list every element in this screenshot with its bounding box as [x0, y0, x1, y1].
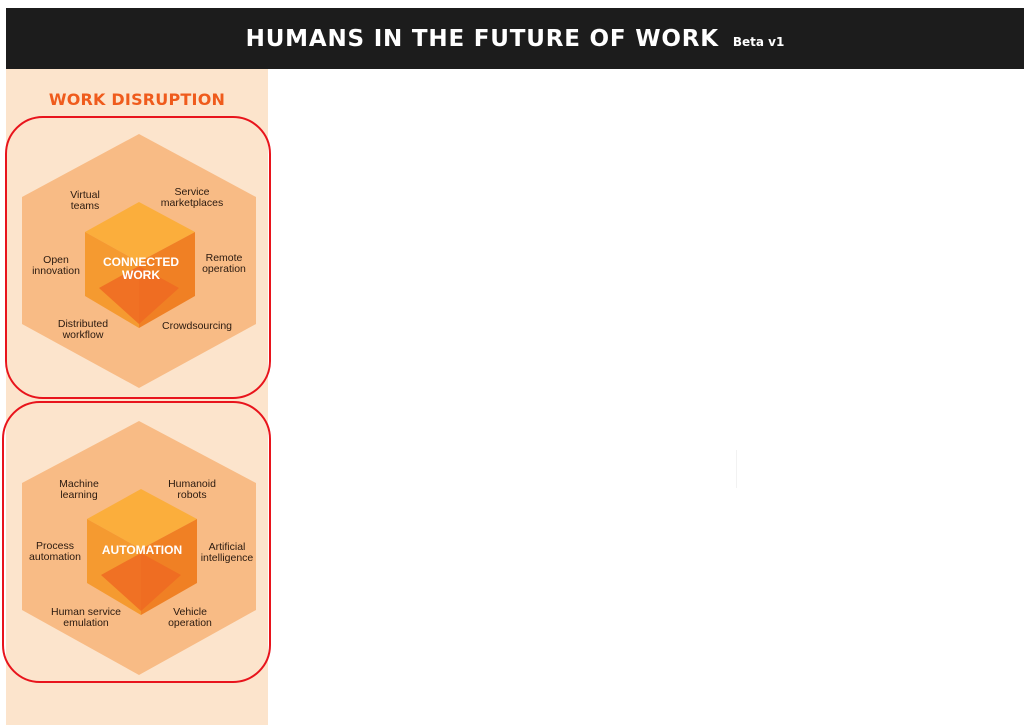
label-machine-learning-1: Machine	[59, 478, 99, 490]
label-service-marketplaces-1: Service	[174, 186, 209, 198]
label-process-automation-2: automation	[29, 551, 81, 563]
cube-top-face	[85, 202, 195, 262]
cube-bottom-face	[101, 553, 181, 611]
label-distributed-workflow-1: Distributed	[58, 318, 108, 330]
automation-hexagon-diagram: AUTOMATION Machine learning Humanoid rob…	[22, 421, 256, 675]
label-process-automation-1: Process	[36, 540, 74, 552]
label-humanoid-robots-2: robots	[177, 489, 206, 501]
automation-panel[interactable]: AUTOMATION Machine learning Humanoid rob…	[2, 401, 271, 683]
label-virtual-teams-2: teams	[71, 200, 100, 212]
label-distributed-workflow-2: workflow	[62, 329, 104, 341]
label-service-marketplaces-2: marketplaces	[161, 197, 223, 209]
label-human-service-emulation-1: Human service	[51, 606, 121, 618]
connected-work-hexagon-diagram: CONNECTED WORK Virtual teams Service mar…	[22, 134, 256, 388]
center-label-line2: WORK	[122, 268, 160, 282]
label-artificial-intelligence-1: Artificial	[209, 541, 246, 553]
label-crowdsourcing: Crowdsourcing	[162, 320, 232, 332]
label-machine-learning-2: learning	[60, 489, 98, 501]
label-artificial-intelligence-2: intelligence	[201, 552, 254, 564]
center-label-line1: CONNECTED	[103, 255, 179, 269]
label-remote-operation-2: operation	[202, 263, 246, 275]
label-virtual-teams-1: Virtual	[70, 189, 100, 201]
page-title: HUMANS IN THE FUTURE OF WORK	[245, 25, 719, 52]
label-open-innovation-1: Open	[43, 254, 69, 266]
label-human-service-emulation-2: emulation	[63, 617, 109, 629]
connected-work-panel[interactable]: CONNECTED WORK Virtual teams Service mar…	[5, 116, 271, 399]
cube-top-face	[87, 489, 197, 549]
label-vehicle-operation-1: Vehicle	[173, 606, 207, 618]
label-vehicle-operation-2: operation	[168, 617, 212, 629]
center-label: AUTOMATION	[102, 543, 182, 557]
label-humanoid-robots-1: Humanoid	[168, 478, 216, 490]
center-cube	[85, 202, 195, 328]
cube-bottom-face	[99, 266, 179, 324]
divider	[736, 450, 737, 488]
center-cube	[87, 489, 197, 615]
label-open-innovation-2: innovation	[32, 265, 80, 277]
app-header: HUMANS IN THE FUTURE OF WORK Beta v1	[6, 8, 1024, 69]
label-remote-operation-1: Remote	[206, 252, 243, 264]
sidebar-title: WORK DISRUPTION	[48, 90, 226, 109]
version-badge: Beta v1	[732, 34, 785, 49]
